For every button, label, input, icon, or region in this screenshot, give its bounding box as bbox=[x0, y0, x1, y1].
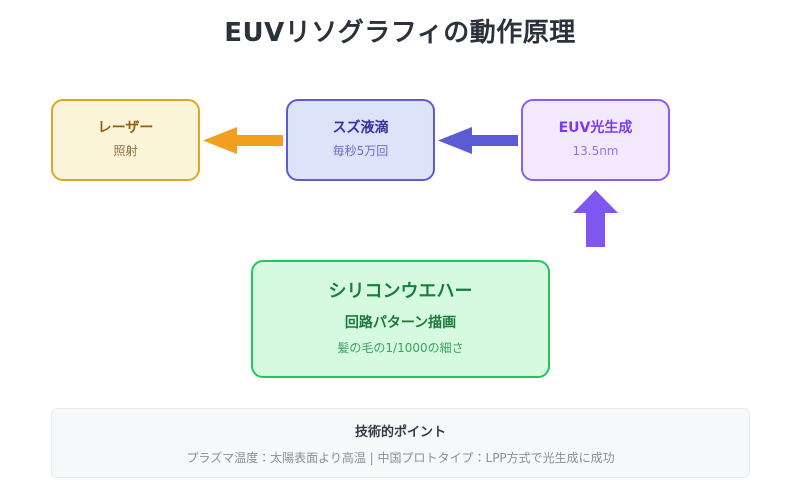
arrow-up-icon-wafer-to-euv bbox=[573, 190, 618, 247]
node-silicon-wafer-detail: 髪の毛の1/1000の細さ bbox=[337, 341, 464, 356]
node-silicon-wafer-title: シリコンウエハー bbox=[328, 281, 473, 303]
technical-points-panel: 技術的ポイント プラズマ温度：太陽表面より高温 | 中国プロトタイプ：LPP方式… bbox=[51, 408, 750, 478]
technical-points-title: 技術的ポイント bbox=[354, 424, 446, 440]
arrow-left-icon-tin-to-laser bbox=[203, 127, 283, 154]
node-silicon-wafer[interactable]: シリコンウエハー 回路パターン描画 髪の毛の1/1000の細さ bbox=[251, 260, 550, 378]
node-tin-droplet[interactable]: スズ液滴 毎秒5万回 bbox=[286, 99, 435, 181]
node-laser-title: レーザー bbox=[97, 119, 154, 136]
technical-points-text: プラズマ温度：太陽表面より高温 | 中国プロトタイプ：LPP方式で光生成に成功 bbox=[186, 450, 615, 465]
node-laser[interactable]: レーザー 照射 bbox=[51, 99, 200, 181]
page-title: EUVリソグラフィの動作原理 bbox=[224, 18, 576, 48]
node-euv-generation[interactable]: EUV光生成 13.5nm bbox=[521, 99, 670, 181]
node-euv-generation-subtitle: 13.5nm bbox=[572, 144, 619, 159]
arrow-left-icon-euv-to-tin bbox=[438, 127, 518, 154]
node-silicon-wafer-subtitle: 回路パターン描画 bbox=[344, 314, 457, 331]
node-euv-generation-title: EUV光生成 bbox=[558, 119, 633, 136]
node-tin-droplet-subtitle: 毎秒5万回 bbox=[332, 144, 389, 159]
node-laser-subtitle: 照射 bbox=[113, 144, 138, 159]
node-tin-droplet-title: スズ液滴 bbox=[332, 119, 389, 136]
